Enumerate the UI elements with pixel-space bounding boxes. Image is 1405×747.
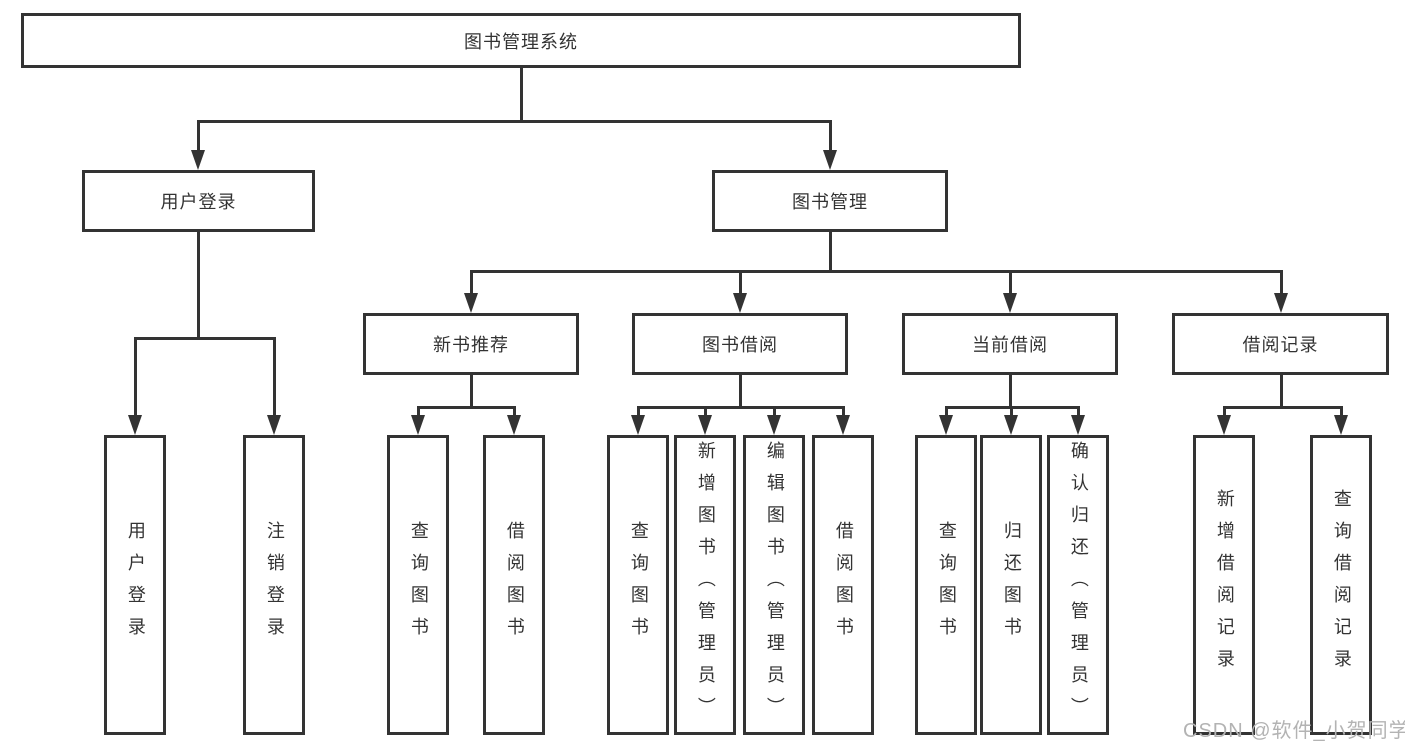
leaf-add-borrow-record-label: 新增借阅记录	[1214, 489, 1235, 681]
connector-root-stem	[520, 68, 523, 121]
connector-drop-book-borrow	[739, 270, 742, 295]
node-book-borrow: 图书借阅	[632, 313, 848, 375]
leaf-borrow-books-label: 借阅图书	[833, 521, 854, 649]
node-book-borrow-label: 图书借阅	[702, 335, 778, 355]
node-book-management-label: 图书管理	[792, 192, 868, 212]
csdn-watermark: CSDN @软件_小贺同学	[1183, 720, 1405, 742]
arrow-down-icon	[1334, 415, 1348, 435]
connector-new-book-bar	[417, 406, 516, 409]
leaf-query-books-current-label: 查询图书	[936, 521, 957, 649]
arrow-down-icon	[267, 415, 281, 435]
leaf-add-borrow-record: 新增借阅记录	[1193, 435, 1255, 735]
arrow-down-icon	[733, 293, 747, 313]
node-borrow-records-label: 借阅记录	[1242, 335, 1319, 355]
leaf-return-book-label: 归还图书	[1001, 521, 1022, 649]
connector-book-management-bar	[470, 270, 1283, 273]
connector-drop	[1010, 406, 1013, 417]
node-user-login: 用户登录	[82, 170, 315, 232]
leaf-query-books-borrow: 查询图书	[607, 435, 669, 735]
arrow-down-icon	[411, 415, 425, 435]
connector-book-borrow-stem	[739, 375, 742, 409]
leaf-edit-book-admin-label: 编辑图书（管理员）	[764, 441, 785, 729]
leaf-query-books-borrow-label: 查询图书	[628, 521, 649, 649]
connector-drop	[513, 406, 516, 417]
connector-user-login-bar	[134, 337, 276, 340]
connector-drop	[945, 406, 948, 417]
arrow-down-icon	[1004, 415, 1018, 435]
connector-root-bar	[197, 120, 832, 123]
arrow-down-icon	[939, 415, 953, 435]
leaf-borrow-books: 借阅图书	[812, 435, 874, 735]
connector-book-management-stem	[829, 232, 832, 273]
connector-drop-user-login	[197, 120, 200, 152]
leaf-add-book-admin-label: 新增图书（管理员）	[695, 441, 716, 729]
connector-borrow-records-bar	[1223, 406, 1343, 409]
leaf-logout: 注销登录	[243, 435, 305, 735]
node-user-login-label: 用户登录	[160, 192, 237, 212]
connector-drop	[417, 406, 420, 417]
arrow-down-icon	[507, 415, 521, 435]
node-current-borrow: 当前借阅	[902, 313, 1118, 375]
connector-drop	[1340, 406, 1343, 417]
connector-drop-current-borrow	[1009, 270, 1012, 295]
leaf-return-book: 归还图书	[980, 435, 1042, 735]
node-new-book-recommend-label: 新书推荐	[433, 335, 509, 355]
leaf-user-login: 用户登录	[104, 435, 166, 735]
connector-drop	[842, 406, 845, 417]
leaf-borrow-books-recommend-label: 借阅图书	[504, 521, 525, 649]
leaf-logout-label: 注销登录	[264, 521, 285, 649]
leaf-user-login-label: 用户登录	[125, 521, 146, 649]
connector-drop-leaf-user-login	[134, 337, 137, 417]
connector-drop	[1223, 406, 1226, 417]
arrow-down-icon	[1071, 415, 1085, 435]
node-library-system-label: 图书管理系统	[464, 31, 578, 52]
leaf-query-books-recommend: 查询图书	[387, 435, 449, 735]
arrow-down-icon	[698, 415, 712, 435]
arrow-down-icon	[1003, 293, 1017, 313]
leaf-query-books-recommend-label: 查询图书	[408, 521, 429, 649]
arrow-down-icon	[1217, 415, 1231, 435]
node-library-system: 图书管理系统	[21, 13, 1021, 68]
leaf-add-book-admin: 新增图书（管理员）	[674, 435, 736, 735]
connector-drop	[704, 406, 707, 417]
connector-user-login-stem	[197, 232, 200, 340]
connector-drop-new-book	[470, 270, 473, 295]
connector-drop	[637, 406, 640, 417]
arrow-down-icon	[464, 293, 478, 313]
connector-current-borrow-stem	[1009, 375, 1012, 409]
leaf-confirm-return-admin-label: 确认归还（管理员）	[1068, 441, 1089, 729]
arrow-down-icon	[767, 415, 781, 435]
leaf-edit-book-admin: 编辑图书（管理员）	[743, 435, 805, 735]
leaf-query-books-current: 查询图书	[915, 435, 977, 735]
leaf-query-borrow-record: 查询借阅记录	[1310, 435, 1372, 735]
arrow-down-icon	[1274, 293, 1288, 313]
arrow-down-icon	[823, 150, 837, 170]
node-new-book-recommend: 新书推荐	[363, 313, 579, 375]
arrow-down-icon	[836, 415, 850, 435]
connector-drop-leaf-logout	[273, 337, 276, 417]
leaf-confirm-return-admin: 确认归还（管理员）	[1047, 435, 1109, 735]
leaf-query-borrow-record-label: 查询借阅记录	[1331, 489, 1352, 681]
arrow-down-icon	[128, 415, 142, 435]
connector-borrow-records-stem	[1280, 375, 1283, 409]
connector-drop-borrow-records	[1280, 270, 1283, 295]
arrow-down-icon	[191, 150, 205, 170]
node-current-borrow-label: 当前借阅	[972, 335, 1048, 355]
connector-drop	[1077, 406, 1080, 417]
connector-book-borrow-bar	[637, 406, 845, 409]
node-book-management: 图书管理	[712, 170, 948, 232]
connector-drop	[773, 406, 776, 417]
node-borrow-records: 借阅记录	[1172, 313, 1389, 375]
leaf-borrow-books-recommend: 借阅图书	[483, 435, 545, 735]
connector-new-book-stem	[470, 375, 473, 409]
arrow-down-icon	[631, 415, 645, 435]
connector-drop-book-management	[829, 120, 832, 152]
